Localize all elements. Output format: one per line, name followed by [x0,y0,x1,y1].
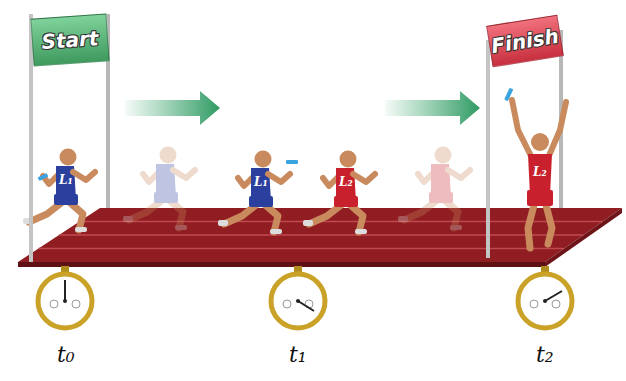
baton [38,173,49,181]
stopwatch [271,266,325,328]
time-label: t₂ [536,342,554,367]
time-label: t₁ [289,342,307,367]
finish-pole [486,40,490,258]
runner-label: L₂ [339,175,353,189]
runner-label: L₂ [533,165,547,179]
runner-figure [218,151,290,235]
track-edge [545,208,622,267]
banner-text: Finish [490,24,561,58]
lane-line [59,234,584,236]
runner-figure-faded [123,147,195,231]
runner-figure-faded [398,147,470,231]
runner-label: L₁ [59,173,73,187]
stopwatch [38,266,92,328]
stopwatch [518,266,572,328]
direction-arrow [125,91,220,125]
baton [286,160,298,164]
start-banner: Start [30,13,109,66]
runner-figure [23,149,95,233]
lane-line [80,221,603,223]
lane-line [39,248,565,250]
direction-arrow [385,91,480,125]
finish-banner: Finish [486,15,564,68]
track-edge [18,262,545,267]
runner-label: L₁ [254,175,268,189]
runner-celebrating [504,88,566,248]
time-label: t₀ [57,342,75,367]
banner-text: Start [41,26,99,54]
runner-figure [303,151,375,235]
